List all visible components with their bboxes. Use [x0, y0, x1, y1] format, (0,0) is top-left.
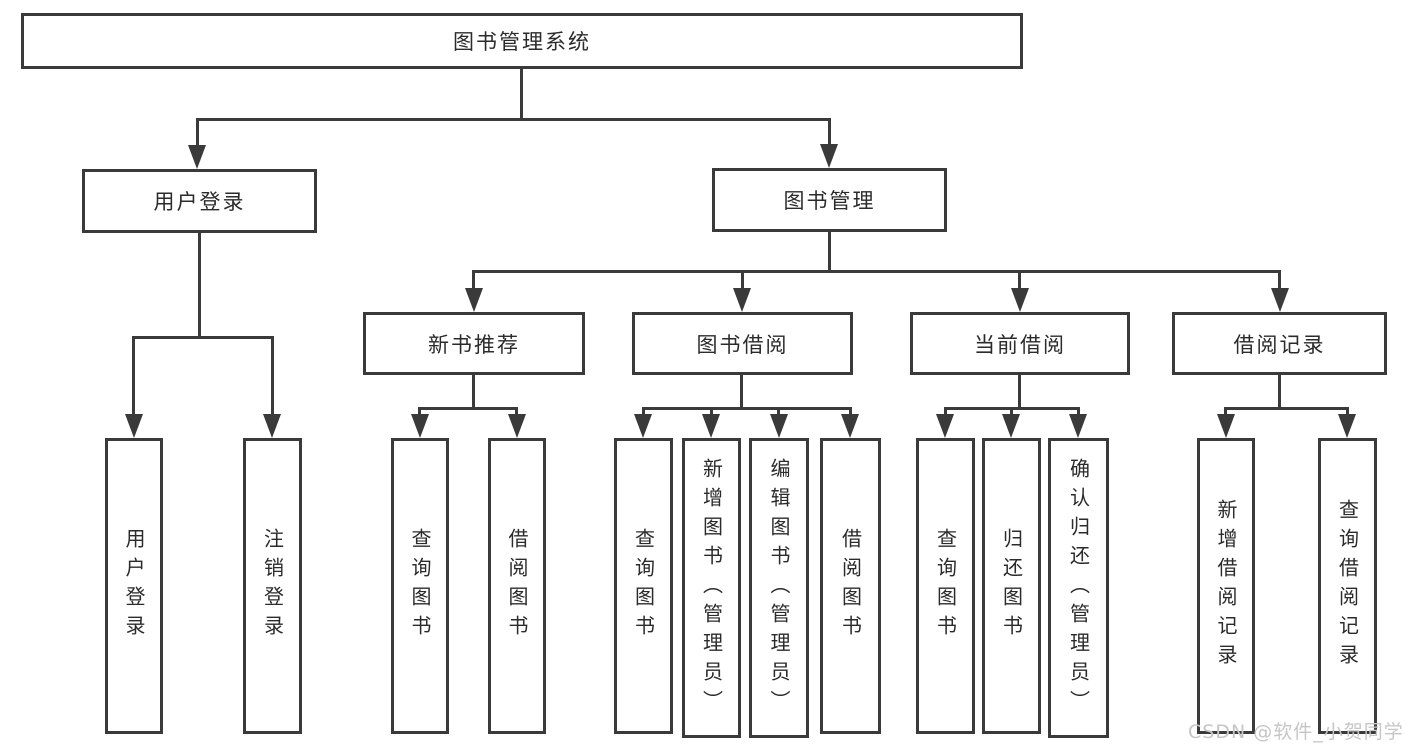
connector-to-leaf-login	[132, 336, 135, 416]
connector-to-new-book	[472, 270, 475, 290]
connector-user-login-branch	[132, 336, 274, 339]
connector-book-borrow-stem	[740, 375, 743, 407]
connector-leaf-stem	[849, 407, 852, 417]
arrow-down-icon	[263, 414, 281, 438]
watermark-text: CSDN @软件_小贺同学	[1188, 721, 1404, 743]
arrow-down-icon	[1338, 414, 1356, 438]
connector-leaf-stem	[710, 407, 713, 417]
connector-record-branch	[1224, 407, 1349, 410]
node-new-book-recommend: 新书推荐	[363, 312, 585, 375]
leaf-current-confirm-admin: 确认归还（管理员）	[1048, 438, 1109, 738]
connector-leaf-stem	[944, 407, 947, 417]
connector-leaf-stem	[1224, 407, 1227, 417]
connector-to-leaf-logout	[271, 336, 274, 416]
arrow-down-icon	[188, 145, 206, 169]
node-current-borrowing: 当前借阅	[910, 312, 1130, 375]
arrow-down-icon	[411, 414, 429, 438]
connector-root-branch	[196, 118, 831, 121]
arrow-down-icon	[733, 288, 751, 312]
connector-to-user-login	[196, 118, 199, 148]
connector-user-login-stem	[198, 233, 201, 336]
node-user-login: 用户登录	[82, 169, 317, 233]
leaf-borrow-query: 查询图书	[614, 438, 673, 734]
leaf-logout: 注销登录	[243, 438, 302, 734]
connector-leaf-stem	[1346, 407, 1349, 417]
connector-current-stem	[1018, 375, 1021, 407]
arrow-down-icon	[1002, 414, 1020, 438]
connector-to-book-management	[828, 118, 831, 148]
connector-new-book-stem	[472, 375, 475, 407]
connector-leaf-stem	[1010, 407, 1013, 417]
leaf-borrow-borrow: 借阅图书	[820, 438, 881, 734]
node-book-borrowing: 图书借阅	[632, 312, 853, 375]
leaf-user-login: 用户登录	[105, 438, 163, 734]
arrow-down-icon	[702, 414, 720, 438]
arrow-down-icon	[1217, 414, 1235, 438]
connector-book-borrow-branch	[642, 407, 852, 410]
node-borrowing-records: 借阅记录	[1172, 312, 1387, 375]
connector-leaf-stem	[515, 407, 518, 417]
leaf-current-query: 查询图书	[916, 438, 975, 734]
arrow-down-icon	[465, 288, 483, 312]
leaf-borrow-edit-admin: 编辑图书（管理员）	[749, 438, 809, 738]
arrow-down-icon	[1069, 414, 1087, 438]
connector-leaf-stem	[642, 407, 645, 417]
connector-leaf-stem	[1077, 407, 1080, 417]
connector-record-stem	[1278, 375, 1281, 407]
connector-root-stem	[520, 68, 523, 119]
connector-leaf-stem	[418, 407, 421, 417]
arrow-down-icon	[1011, 288, 1029, 312]
leaf-record-query: 查询借阅记录	[1318, 438, 1377, 734]
arrow-down-icon	[841, 414, 859, 438]
arrow-down-icon	[634, 414, 652, 438]
node-library-system: 图书管理系统	[21, 13, 1023, 69]
leaf-new-book-query: 查询图书	[391, 438, 449, 734]
arrow-down-icon	[820, 144, 838, 168]
arrow-down-icon	[508, 414, 526, 438]
connector-to-current-borrow	[1018, 270, 1021, 290]
arrow-down-icon	[1271, 288, 1289, 312]
leaf-borrow-add-admin: 新增图书（管理员）	[682, 438, 741, 738]
leaf-current-return: 归还图书	[982, 438, 1041, 734]
connector-leaf-stem	[777, 407, 780, 417]
arrow-down-icon	[770, 414, 788, 438]
connector-to-book-borrow	[741, 270, 744, 290]
arrow-down-icon	[936, 414, 954, 438]
arrow-down-icon	[125, 414, 143, 438]
node-book-management: 图书管理	[712, 168, 947, 232]
connector-book-mgmt-stem	[828, 232, 831, 270]
connector-new-book-branch	[418, 407, 518, 410]
leaf-new-book-borrow: 借阅图书	[488, 438, 546, 734]
connector-to-borrow-record	[1278, 270, 1281, 290]
connector-book-mgmt-branch	[472, 270, 1281, 273]
leaf-record-add: 新增借阅记录	[1197, 438, 1255, 734]
